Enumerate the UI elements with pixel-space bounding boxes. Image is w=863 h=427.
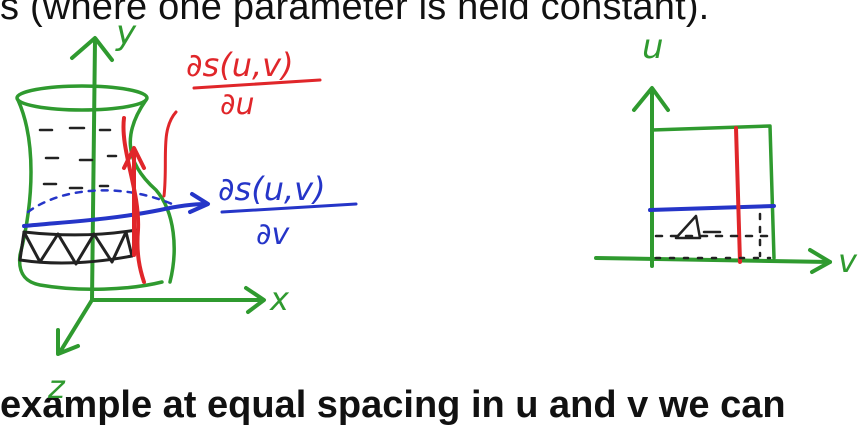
triangle-mesh bbox=[18, 228, 138, 266]
domain-square bbox=[650, 124, 776, 260]
z-axis-label: z bbox=[47, 368, 66, 406]
u-axis-label: u bbox=[642, 27, 664, 67]
u-curve bbox=[121, 116, 146, 284]
x-axis bbox=[90, 286, 266, 314]
v-isoline bbox=[648, 204, 776, 212]
x-axis-label: x bbox=[269, 280, 290, 318]
v-axis-label: v bbox=[838, 242, 858, 280]
v-axis bbox=[594, 248, 832, 274]
partial-u-denominator: ∂u bbox=[220, 87, 255, 122]
z-axis bbox=[56, 298, 94, 356]
partial-u-label: ∂s(u,v) ∂u bbox=[162, 46, 322, 198]
partial-v-numerator: ∂s(u,v) bbox=[218, 170, 326, 208]
surface-outline bbox=[15, 84, 176, 292]
u-isoline bbox=[734, 126, 742, 264]
diagram-canvas: ∂s(u,v) ∂u ∂s(u,v) ∂v y x z bbox=[15, 13, 858, 406]
y-axis bbox=[70, 36, 114, 302]
surface-hatching bbox=[38, 126, 118, 190]
header-caption: s (where one parameter is held constant)… bbox=[0, 0, 710, 28]
partial-v-label: ∂s(u,v) ∂v bbox=[218, 170, 358, 252]
partial-u-numerator: ∂s(u,v) bbox=[186, 46, 294, 84]
partial-v-denominator: ∂v bbox=[256, 217, 291, 252]
v-curve-back bbox=[26, 189, 174, 214]
domain-grid bbox=[654, 212, 772, 260]
v-curve bbox=[22, 192, 210, 228]
u-axis bbox=[632, 86, 670, 268]
y-axis-label: y bbox=[115, 13, 137, 53]
